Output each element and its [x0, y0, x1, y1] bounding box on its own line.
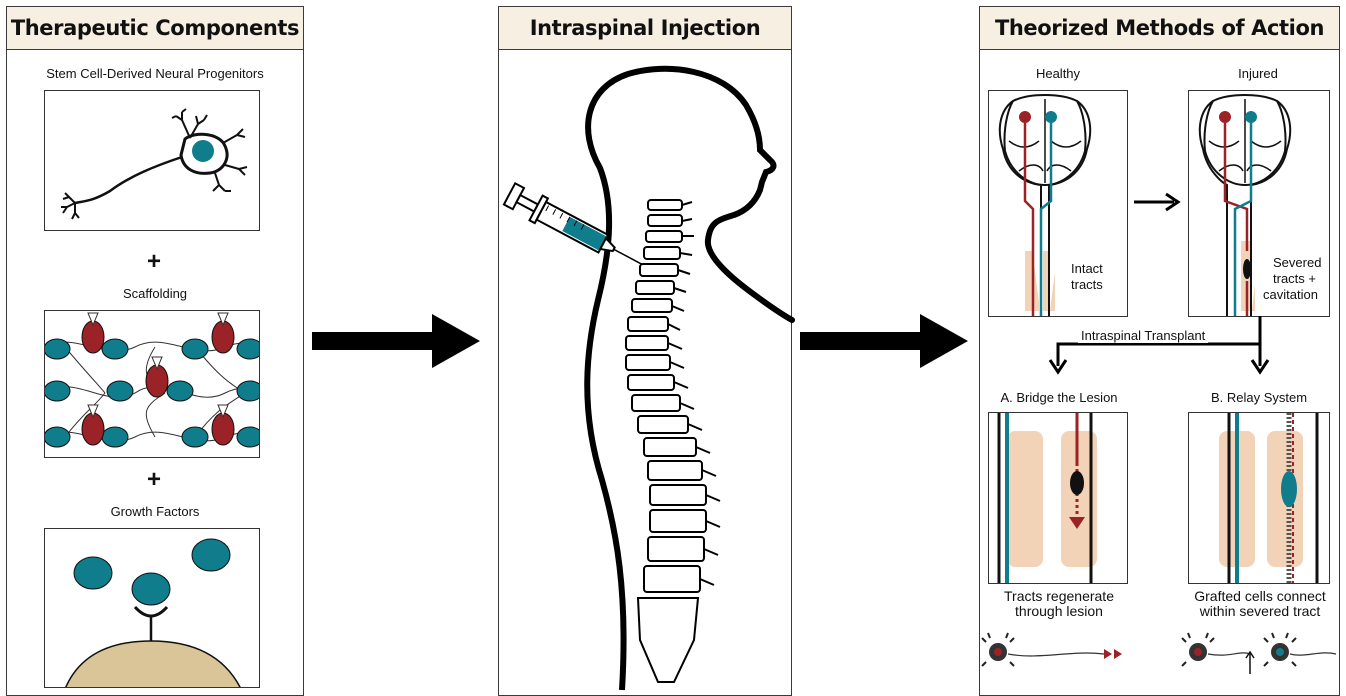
caption-bridge-2: through lesion [984, 603, 1134, 619]
relay-neuron-strip [1180, 628, 1340, 678]
label-growth-factors: Growth Factors [6, 504, 304, 519]
label-relay-system: B. Relay System [1188, 390, 1330, 405]
panel-title-methods: Theorized Methods of Action [980, 7, 1339, 50]
regenerating-neuron-strip [980, 630, 1130, 675]
caption-bridge-1: Tracts regenerate [984, 588, 1134, 604]
human-spine-illustration [498, 50, 792, 690]
label-healthy: Healthy [988, 66, 1128, 81]
plus-sign-2: + [147, 466, 161, 494]
plus-sign-1: + [147, 248, 161, 276]
arrow-healthy-to-injured [1134, 190, 1184, 214]
label-neural-progenitors: Stem Cell-Derived Neural Progenitors [6, 66, 304, 81]
injured-brain-box: Severed tracts + cavitation [1188, 90, 1330, 317]
relay-system-box [1188, 412, 1330, 584]
bridge-lesion-diagram [989, 413, 1128, 584]
bridge-lesion-box [988, 412, 1128, 584]
panel-title-therapeutic: Therapeutic Components [7, 7, 303, 50]
panel-title-injection: Intraspinal Injection [499, 7, 791, 50]
intact-label-2: tracts [1071, 277, 1103, 292]
big-arrow-right-1 [312, 312, 482, 370]
healthy-brain-box: Intact tracts [988, 90, 1128, 317]
syringe-icon [503, 182, 649, 277]
label-bridge-lesion: A. Bridge the Lesion [984, 390, 1134, 405]
severed-label-1: Severed [1273, 255, 1321, 270]
growth-factor-icon [45, 529, 260, 688]
caption-relay-1: Grafted cells connect [1182, 588, 1338, 604]
label-intraspinal-transplant: Intraspinal Transplant [1078, 328, 1208, 343]
scaffolding-box [44, 310, 260, 458]
severed-label-2: tracts + [1273, 271, 1316, 286]
severed-label-3: cavitation [1263, 287, 1318, 302]
intact-label-1: Intact [1071, 261, 1103, 276]
caption-relay-2: within severed tract [1182, 603, 1338, 619]
neuron-icon [45, 91, 260, 231]
growth-factors-box [44, 528, 260, 688]
brain-spinal-cord-healthy [989, 91, 1128, 317]
neural-progenitor-box [44, 90, 260, 231]
scaffold-icon [45, 311, 260, 458]
label-injured: Injured [1188, 66, 1328, 81]
big-arrow-right-2 [800, 312, 970, 370]
relay-system-diagram [1189, 413, 1330, 584]
transplant-branch-arrows [1040, 316, 1280, 378]
label-scaffolding: Scaffolding [6, 286, 304, 301]
vertebrae-group [626, 200, 706, 682]
